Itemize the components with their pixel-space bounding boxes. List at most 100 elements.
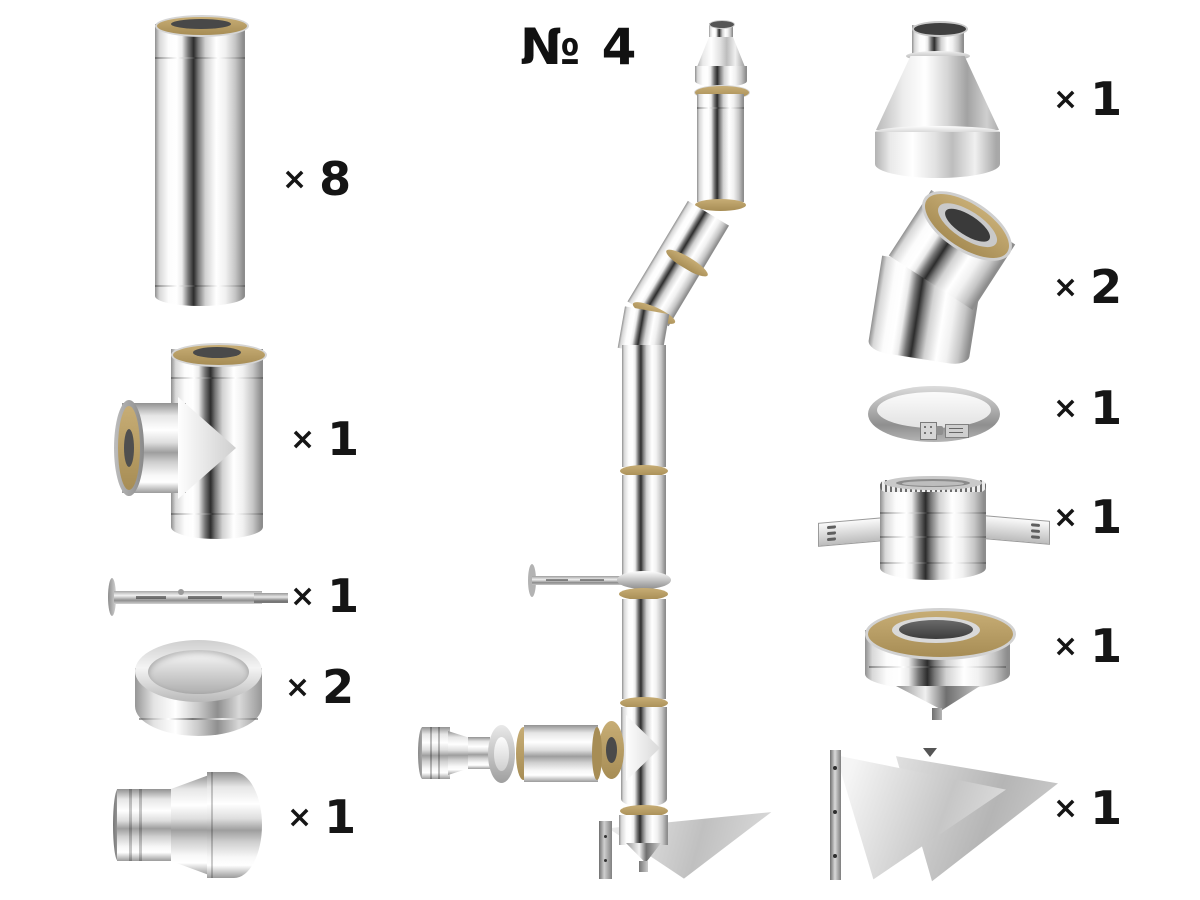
rod-slot — [580, 579, 604, 581]
clamp-lock-bracket — [945, 424, 969, 438]
cone-base — [875, 132, 1000, 178]
plate-hole — [1031, 535, 1040, 540]
lock-line — [949, 428, 963, 429]
insulation-joint — [695, 199, 746, 211]
clamp-illustration — [868, 386, 1000, 448]
qty-value: 1 — [1090, 490, 1123, 544]
assembly-pipe-middle — [622, 345, 666, 467]
insulation-joint — [620, 697, 668, 709]
pass-through-cylinder — [880, 484, 986, 580]
assembly-pipe-middle — [622, 475, 666, 575]
reducer-cone — [171, 775, 209, 875]
tee-illustration — [114, 343, 267, 543]
exploded-ring-opening — [494, 737, 509, 771]
times-sign: × — [1053, 269, 1079, 305]
qty-value: 8 — [319, 152, 352, 206]
times-sign: × — [285, 669, 311, 705]
qty-wall-rod: × 1 — [290, 569, 359, 623]
exploded-reducer — [422, 727, 450, 779]
exploded-reducer-cone — [448, 731, 470, 775]
exploded-pipe — [524, 725, 598, 782]
reducer-rib — [139, 789, 142, 861]
bolt-hole — [833, 766, 837, 770]
qty-brackets: × 1 — [1053, 781, 1122, 835]
bolt-hole — [930, 432, 932, 434]
assembly-cone-opening — [709, 20, 735, 29]
cone-opening — [912, 21, 968, 37]
qty-elbow: × 2 — [1053, 260, 1122, 314]
reducer-rib — [430, 727, 432, 779]
times-sign: × — [1053, 499, 1079, 535]
drain-stub — [639, 861, 648, 872]
cone-illustration — [875, 21, 1000, 178]
qty-value: 1 — [327, 569, 360, 623]
wall-rod — [532, 576, 624, 585]
bolt-hole — [833, 810, 837, 814]
bracket-mount-strip — [830, 750, 841, 880]
seam-line — [697, 107, 744, 109]
seam-line — [155, 285, 245, 287]
lock-line — [949, 432, 963, 433]
rod-bolt — [178, 589, 184, 595]
qty-clamp: × 1 — [1053, 381, 1122, 435]
straight-pipe-illustration — [155, 15, 249, 320]
collector-opening — [899, 620, 973, 639]
seam-line — [880, 562, 986, 564]
reducer-illustration — [113, 772, 262, 878]
qty-value: 2 — [322, 660, 355, 714]
seam-line — [211, 772, 213, 878]
branch-opening — [124, 429, 134, 467]
seam-line — [880, 512, 986, 514]
seam-line — [880, 536, 986, 538]
tee-inlet-opening — [606, 737, 617, 763]
assembly-pipe-lower — [622, 599, 666, 699]
cone-body — [876, 56, 999, 130]
insulation-joint — [619, 588, 668, 600]
rod-slot — [188, 596, 222, 599]
plate-left-wing — [818, 517, 884, 547]
collector-illustration — [865, 608, 1016, 720]
pipe-body — [155, 24, 245, 306]
plate-hole — [827, 537, 836, 542]
reducer-rib — [129, 789, 132, 861]
qty-value: 1 — [1090, 381, 1123, 435]
rod-telescopic-end — [254, 593, 288, 603]
times-sign: × — [1053, 628, 1079, 664]
clamp-bolt — [936, 426, 943, 435]
bolt-hole — [924, 432, 926, 434]
rod-wall-plate — [108, 578, 116, 616]
bracket-clip — [923, 748, 937, 757]
seam-line — [139, 718, 258, 720]
cylinder-inner-tube — [902, 481, 964, 486]
bolt-hole — [924, 426, 926, 428]
qty-tee: × 1 — [290, 412, 359, 466]
rod-slot — [136, 596, 166, 599]
plate-hole — [827, 531, 836, 536]
times-sign: × — [282, 161, 308, 197]
wall-rod-illustration — [108, 575, 288, 619]
qty-pass-through: × 1 — [1053, 490, 1122, 544]
insulation-joint — [620, 465, 668, 477]
plate-right-wing — [984, 515, 1050, 545]
plate-hole — [1031, 523, 1040, 528]
seam-line — [869, 666, 1006, 668]
page-title: № 4 — [520, 18, 639, 76]
times-sign: × — [290, 421, 316, 457]
qty-cone: × 1 — [1053, 72, 1122, 126]
reducer-rib — [438, 727, 440, 779]
qty-reducer: × 1 — [287, 790, 356, 844]
times-sign: × — [1053, 390, 1079, 426]
times-sign: × — [1053, 81, 1079, 117]
wall-bracket-plate — [599, 821, 612, 879]
ring-illustration — [135, 640, 262, 742]
seam-line — [155, 57, 245, 59]
reducer-small-end — [117, 789, 173, 861]
assembly-cone-base — [695, 66, 747, 87]
rod-slot — [546, 579, 568, 581]
plate-hole — [827, 525, 836, 530]
elbow-illustration — [867, 177, 1024, 367]
times-sign: × — [290, 578, 316, 614]
qty-value: 1 — [1090, 72, 1123, 126]
qty-value: 1 — [1090, 619, 1123, 673]
